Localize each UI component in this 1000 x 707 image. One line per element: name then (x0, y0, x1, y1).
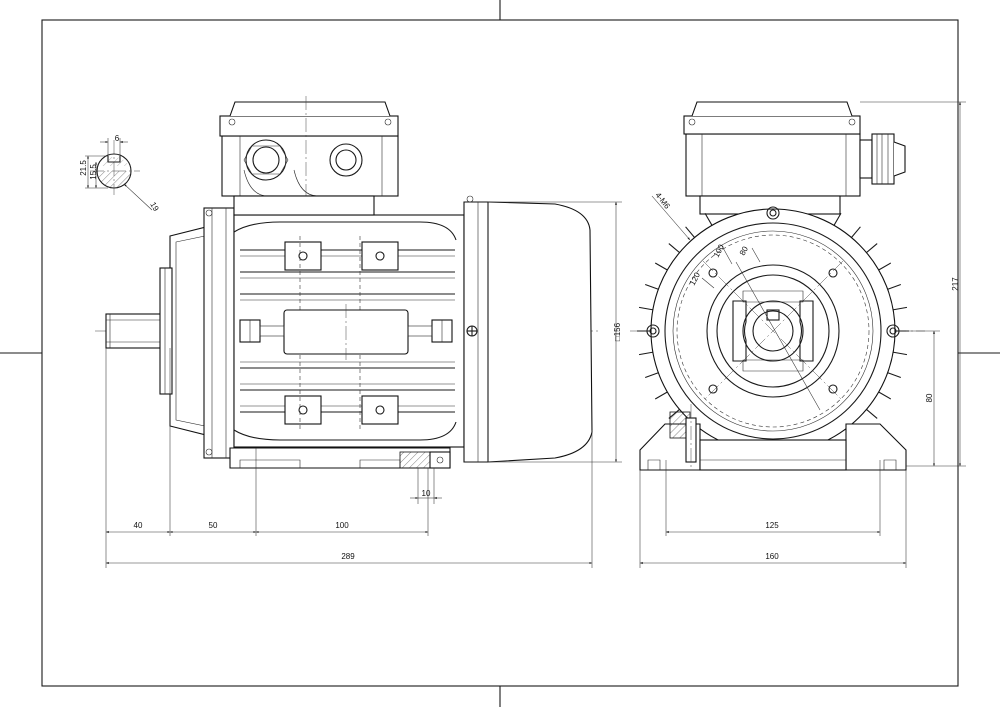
motor-feet-front (639, 404, 907, 471)
dim-foot-spacing-front: 125 (765, 521, 779, 530)
side-dimensions: 40 50 100 10 289 □156 (105, 201, 622, 568)
dim-overall-height: 217 (951, 277, 960, 291)
dim-overall-length: 289 (341, 552, 355, 561)
motor-foot-side (229, 447, 451, 469)
dim-flange-to-foot: 50 (209, 521, 218, 530)
dim-shaft-diameter: 19 (148, 201, 161, 214)
front-view: 125 160 80 217 4-M6 80 100 120 (630, 101, 966, 568)
terminal-box-side (219, 96, 399, 216)
end-shield-ribs (732, 290, 814, 372)
side-view: 40 50 100 10 289 □156 (79, 96, 622, 568)
terminal-box-front (683, 101, 906, 215)
dim-frame-square: □156 (613, 322, 622, 341)
dim-foot-spacing-side: 100 (335, 521, 349, 530)
keyway-detail: 6 21.5 15.5 19 (79, 134, 161, 213)
dim-shaft-overhang: 40 (134, 521, 143, 530)
stator-frame (233, 214, 465, 448)
dim-shaft-height: 80 (925, 393, 934, 402)
dim-key-width: 6 (115, 134, 120, 143)
fan-cover (463, 195, 593, 463)
front-end-shield (159, 207, 235, 459)
dim-foot-width: 10 (422, 489, 431, 498)
shaft (105, 313, 171, 349)
dim-key-height: 21.5 (79, 160, 88, 176)
dim-shaft-keyway: 15.5 (89, 164, 98, 180)
dim-overall-width: 160 (765, 552, 779, 561)
